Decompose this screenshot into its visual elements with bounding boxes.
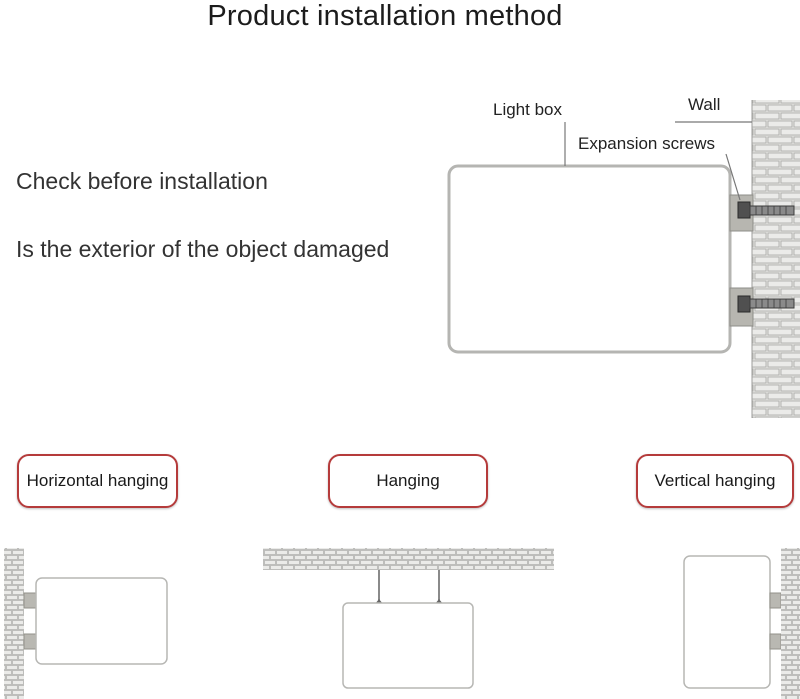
method-horizontal-hanging: Horizontal hanging bbox=[17, 454, 178, 508]
hanging-light-box bbox=[342, 602, 474, 689]
horizontal-bracket-top bbox=[23, 592, 37, 609]
upper-bracket bbox=[729, 194, 795, 232]
page-title: Product installation method bbox=[207, 0, 563, 32]
ceiling-wall bbox=[263, 548, 554, 570]
vertical-bracket-bottom bbox=[769, 633, 782, 650]
method-hanging: Hanging bbox=[328, 454, 488, 508]
hanging-rods bbox=[378, 570, 440, 600]
light-box-label: Light box bbox=[493, 100, 562, 119]
expansion-screws-label: Expansion screws bbox=[578, 134, 716, 153]
vertical-wall bbox=[781, 548, 800, 699]
method-vertical-hanging: Vertical hanging bbox=[636, 454, 794, 508]
leader-lines bbox=[564, 121, 752, 201]
light-box-outline bbox=[447, 164, 732, 354]
horizontal-wall bbox=[4, 548, 24, 699]
check-note: Check before installation bbox=[16, 168, 268, 194]
horizontal-bracket-bottom bbox=[23, 633, 37, 650]
lower-bracket bbox=[729, 287, 795, 327]
vertical-bracket-top bbox=[769, 592, 782, 609]
main-wall bbox=[751, 100, 800, 418]
horizontal-light-box bbox=[35, 577, 168, 665]
wall-label: Wall bbox=[688, 95, 721, 114]
vertical-light-box bbox=[683, 555, 771, 689]
damage-question: Is the exterior of the object damaged bbox=[16, 236, 390, 262]
